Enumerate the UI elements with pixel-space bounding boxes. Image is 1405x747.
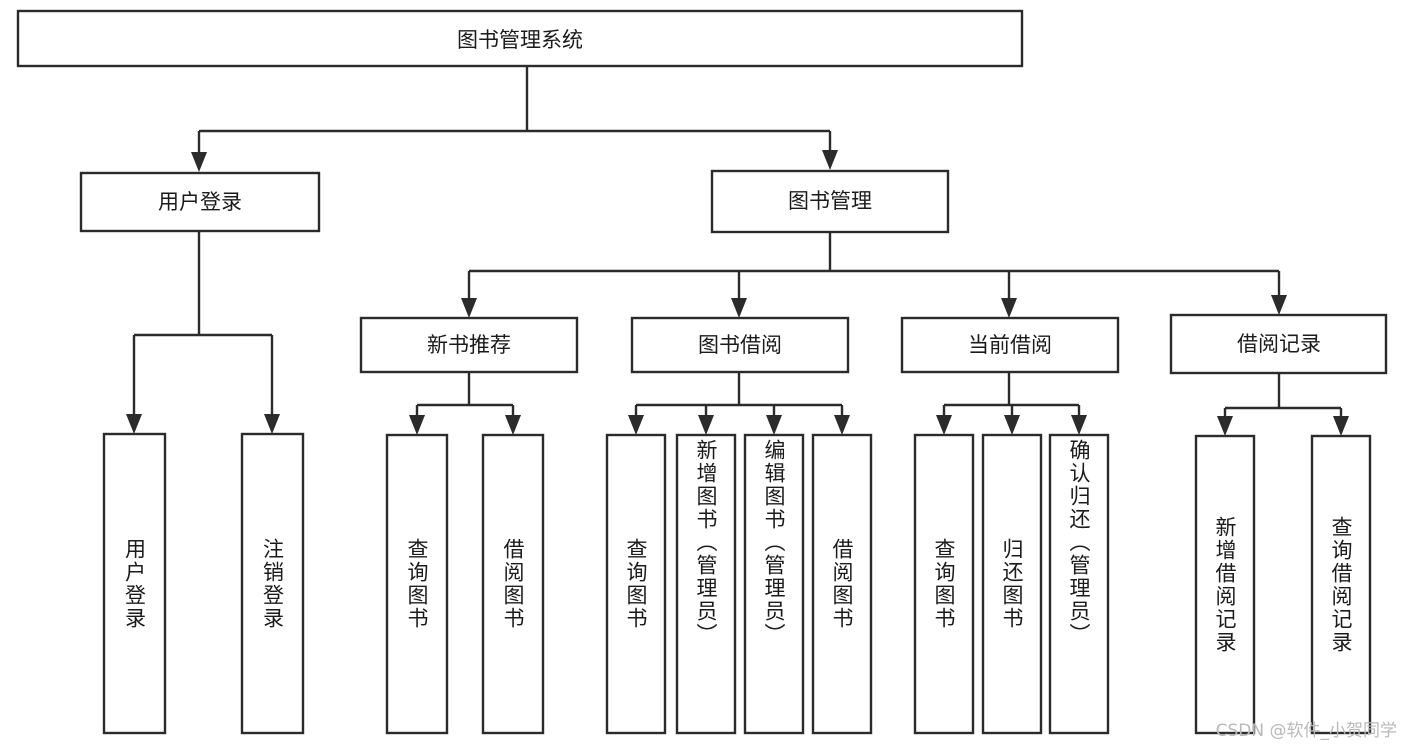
node-new-book-recommend[interactable]: 新书推荐 xyxy=(359,316,579,374)
leaf-query-book-1-box[interactable] xyxy=(385,433,449,735)
leaf-query-book-2-box[interactable] xyxy=(605,433,667,735)
leaf-edit-book-box[interactable] xyxy=(743,433,805,735)
node-book-borrow-box[interactable] xyxy=(630,316,850,374)
leaf-edit-book[interactable] xyxy=(743,433,805,735)
leaf-return-book[interactable] xyxy=(981,433,1043,735)
arrow-head-leaf-edit-book xyxy=(766,415,782,435)
arrow-head-borrow-record xyxy=(1271,295,1287,315)
node-new-book-recommend-box[interactable] xyxy=(359,316,579,374)
leaf-confirm-return-label: 确认归还（管理员） xyxy=(1067,439,1091,646)
leaf-return-book-label: 归还图书 xyxy=(1000,538,1024,630)
leaf-query-record-label: 查询借阅记录 xyxy=(1329,515,1353,654)
leaf-borrow-book-2[interactable] xyxy=(811,433,873,735)
node-book-management-box[interactable] xyxy=(710,169,950,234)
leaf-borrow-book-1[interactable] xyxy=(481,433,545,735)
connector-group-borrow-record xyxy=(1217,373,1349,436)
arrow-head-leaf-return-book xyxy=(1004,415,1020,435)
leaf-add-record-box[interactable] xyxy=(1194,434,1256,735)
connector-group-book-management xyxy=(461,232,1287,318)
node-user-login[interactable]: 用户登录 xyxy=(79,171,321,233)
node-book-management-label: 图书管理 xyxy=(788,189,872,213)
leaf-user-login-label: 用户登录 xyxy=(122,537,147,630)
arrow-head-leaf-borrow-book-2 xyxy=(834,415,850,435)
node-current-borrow[interactable]: 当前借阅 xyxy=(900,316,1120,374)
arrow-head-leaf-query-book-3 xyxy=(936,415,952,435)
node-user-login-label: 用户登录 xyxy=(158,190,242,214)
arrow-head-new-book-recommend xyxy=(461,298,477,318)
leaf-return-book-box[interactable] xyxy=(981,433,1043,735)
connector-group-current-borrow xyxy=(936,372,1087,435)
leaf-add-book[interactable] xyxy=(675,433,737,735)
arrow-head-leaf-borrow-book-1 xyxy=(505,415,521,435)
node-borrow-record-label: 借阅记录 xyxy=(1237,332,1321,356)
arrow-head-book-management xyxy=(822,150,838,170)
leaf-query-book-2[interactable] xyxy=(605,433,667,735)
arrow-head-leaf-query-record xyxy=(1333,416,1349,436)
arrow-head-leaf-add-book xyxy=(698,415,714,435)
leaf-edit-book-label: 编辑图书（管理员） xyxy=(762,439,786,646)
leaf-user-logout[interactable] xyxy=(240,432,305,735)
leaf-add-record-label: 新增借阅记录 xyxy=(1213,515,1237,654)
leaf-query-record[interactable] xyxy=(1310,434,1372,735)
leaf-borrow-book-2-label: 借阅图书 xyxy=(830,538,854,630)
node-borrow-record-box[interactable] xyxy=(1169,313,1388,375)
leaf-query-book-2-label: 查询图书 xyxy=(624,538,648,630)
leaf-confirm-return-box[interactable] xyxy=(1048,433,1110,735)
leaf-confirm-return[interactable] xyxy=(1048,433,1110,735)
leaf-query-book-1[interactable] xyxy=(385,433,449,735)
node-book-borrow[interactable]: 图书借阅 xyxy=(630,316,850,374)
node-current-borrow-box[interactable] xyxy=(900,316,1120,374)
arrow-head-book-borrow xyxy=(731,298,747,318)
leaf-query-book-3[interactable] xyxy=(913,433,975,735)
arrow-head-leaf-user-logout xyxy=(264,414,280,434)
leaf-user-logout-label: 注销登录 xyxy=(260,537,285,630)
leaf-user-logout-box[interactable] xyxy=(240,432,305,735)
node-user-login-box[interactable] xyxy=(79,171,321,233)
node-book-borrow-label: 图书借阅 xyxy=(698,333,782,357)
leaf-query-record-box[interactable] xyxy=(1310,434,1372,735)
leaf-borrow-book-1-label: 借阅图书 xyxy=(501,538,525,630)
node-root-system-label: 图书管理系统 xyxy=(457,28,583,52)
node-root-system-box[interactable] xyxy=(16,9,1024,68)
arrow-head-leaf-add-record xyxy=(1217,416,1233,436)
leaf-query-book-3-label: 查询图书 xyxy=(932,538,956,630)
leaf-add-book-label: 新增图书（管理员） xyxy=(694,439,718,646)
arrow-head-leaf-confirm-return xyxy=(1071,415,1087,435)
connector-group-book-borrow xyxy=(628,372,850,435)
connector-group-new-book-recommend xyxy=(409,372,521,435)
node-borrow-record[interactable]: 借阅记录 xyxy=(1169,313,1388,375)
leaf-user-login-box[interactable] xyxy=(102,432,167,735)
node-book-management[interactable]: 图书管理 xyxy=(710,169,950,234)
connector-group-user-login xyxy=(126,231,280,434)
connector-group-root xyxy=(191,66,838,172)
leaf-borrow-book-2-box[interactable] xyxy=(811,433,873,735)
leaf-add-book-box[interactable] xyxy=(675,433,737,735)
leaf-query-book-1-label: 查询图书 xyxy=(405,538,429,630)
arrow-head-leaf-query-book-2 xyxy=(628,415,644,435)
leaf-query-book-3-box[interactable] xyxy=(913,433,975,735)
arrow-head-user-login xyxy=(191,152,207,172)
leaf-user-login[interactable] xyxy=(102,432,167,735)
node-current-borrow-label: 当前借阅 xyxy=(968,333,1052,357)
leaf-borrow-book-1-box[interactable] xyxy=(481,433,545,735)
arrow-head-leaf-query-book-1 xyxy=(409,415,425,435)
leaf-add-record[interactable] xyxy=(1194,434,1256,735)
arrow-head-leaf-user-login xyxy=(126,414,142,434)
arrow-head-current-borrow xyxy=(1001,298,1017,318)
node-root-system[interactable]: 图书管理系统 xyxy=(16,9,1024,68)
node-new-book-recommend-label: 新书推荐 xyxy=(427,333,511,357)
